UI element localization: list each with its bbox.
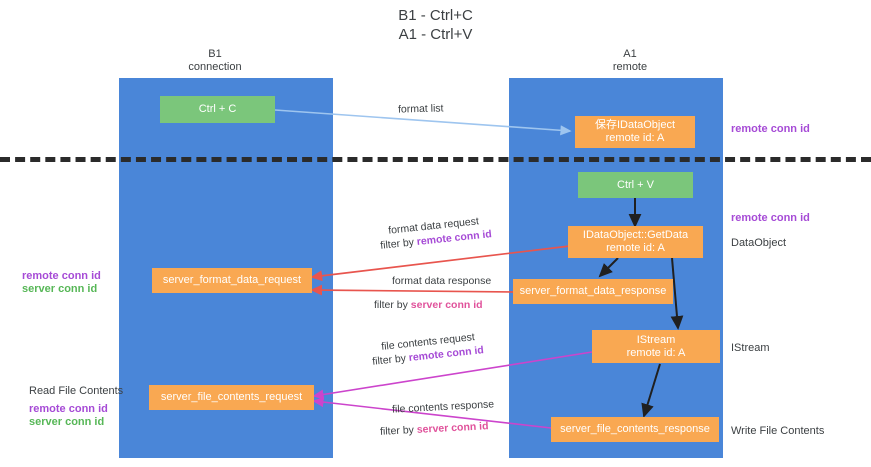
box-server-file-contents-response[interactable]: server_file_contents_response bbox=[551, 417, 719, 442]
box-ctrl-c[interactable]: Ctrl + C bbox=[160, 96, 275, 123]
box-istream[interactable]: IStream remote id: A bbox=[592, 330, 720, 363]
box-ctrl-v[interactable]: Ctrl + V bbox=[578, 172, 693, 198]
section-divider bbox=[0, 157, 871, 162]
right-label-write-file-contents: Write File Contents bbox=[731, 425, 825, 437]
left-label-read-file-contents: Read File Contents bbox=[29, 385, 124, 397]
filter-key-server-conn-id: server conn id bbox=[416, 420, 489, 436]
edge-label-format-data-response-filter: filter by server conn id bbox=[374, 298, 483, 312]
edge-label-format-data-response: format data response bbox=[392, 275, 492, 287]
right-label-remote-conn-id-mid: remote conn id bbox=[731, 212, 810, 224]
box-server-format-data-response[interactable]: server_format_data_response bbox=[513, 279, 673, 304]
left-label-remote-conn-id-2: remote conn id bbox=[29, 403, 108, 415]
edge-label-format-list: format list bbox=[397, 102, 444, 116]
edge-label-file-contents-response: file contents response bbox=[391, 398, 495, 416]
filter-prefix: filter by bbox=[379, 423, 418, 438]
box-server-format-data-request[interactable]: server_format_data_request bbox=[152, 268, 312, 293]
column-header-b1: B1 connection bbox=[188, 48, 242, 73]
column-header-a1: A1 remote bbox=[612, 48, 648, 73]
edge-label-file-contents-response-filter: filter by server conn id bbox=[380, 419, 489, 439]
right-label-istream: IStream bbox=[731, 342, 770, 354]
left-label-remote-conn-id: remote conn id bbox=[22, 270, 101, 282]
right-label-data-object: DataObject bbox=[731, 237, 787, 249]
left-label-server-conn-id-2: server conn id bbox=[29, 416, 105, 428]
filter-prefix: filter by bbox=[371, 352, 410, 368]
box-server-file-contents-request[interactable]: server_file_contents_request bbox=[149, 385, 314, 410]
filter-key-server-conn-id: server conn id bbox=[410, 299, 483, 311]
right-label-remote-conn-id-top: remote conn id bbox=[731, 123, 810, 135]
filter-prefix: filter by bbox=[379, 236, 418, 252]
page-title: B1 - Ctrl+C A1 - Ctrl+V bbox=[398, 7, 473, 43]
filter-prefix: filter by bbox=[374, 299, 411, 311]
box-idataobject-store[interactable]: 保存IDataObject remote id: A bbox=[575, 116, 695, 148]
box-idataobject-getdata[interactable]: IDataObject::GetData remote id: A bbox=[568, 226, 703, 258]
left-label-server-conn-id: server conn id bbox=[22, 283, 98, 295]
